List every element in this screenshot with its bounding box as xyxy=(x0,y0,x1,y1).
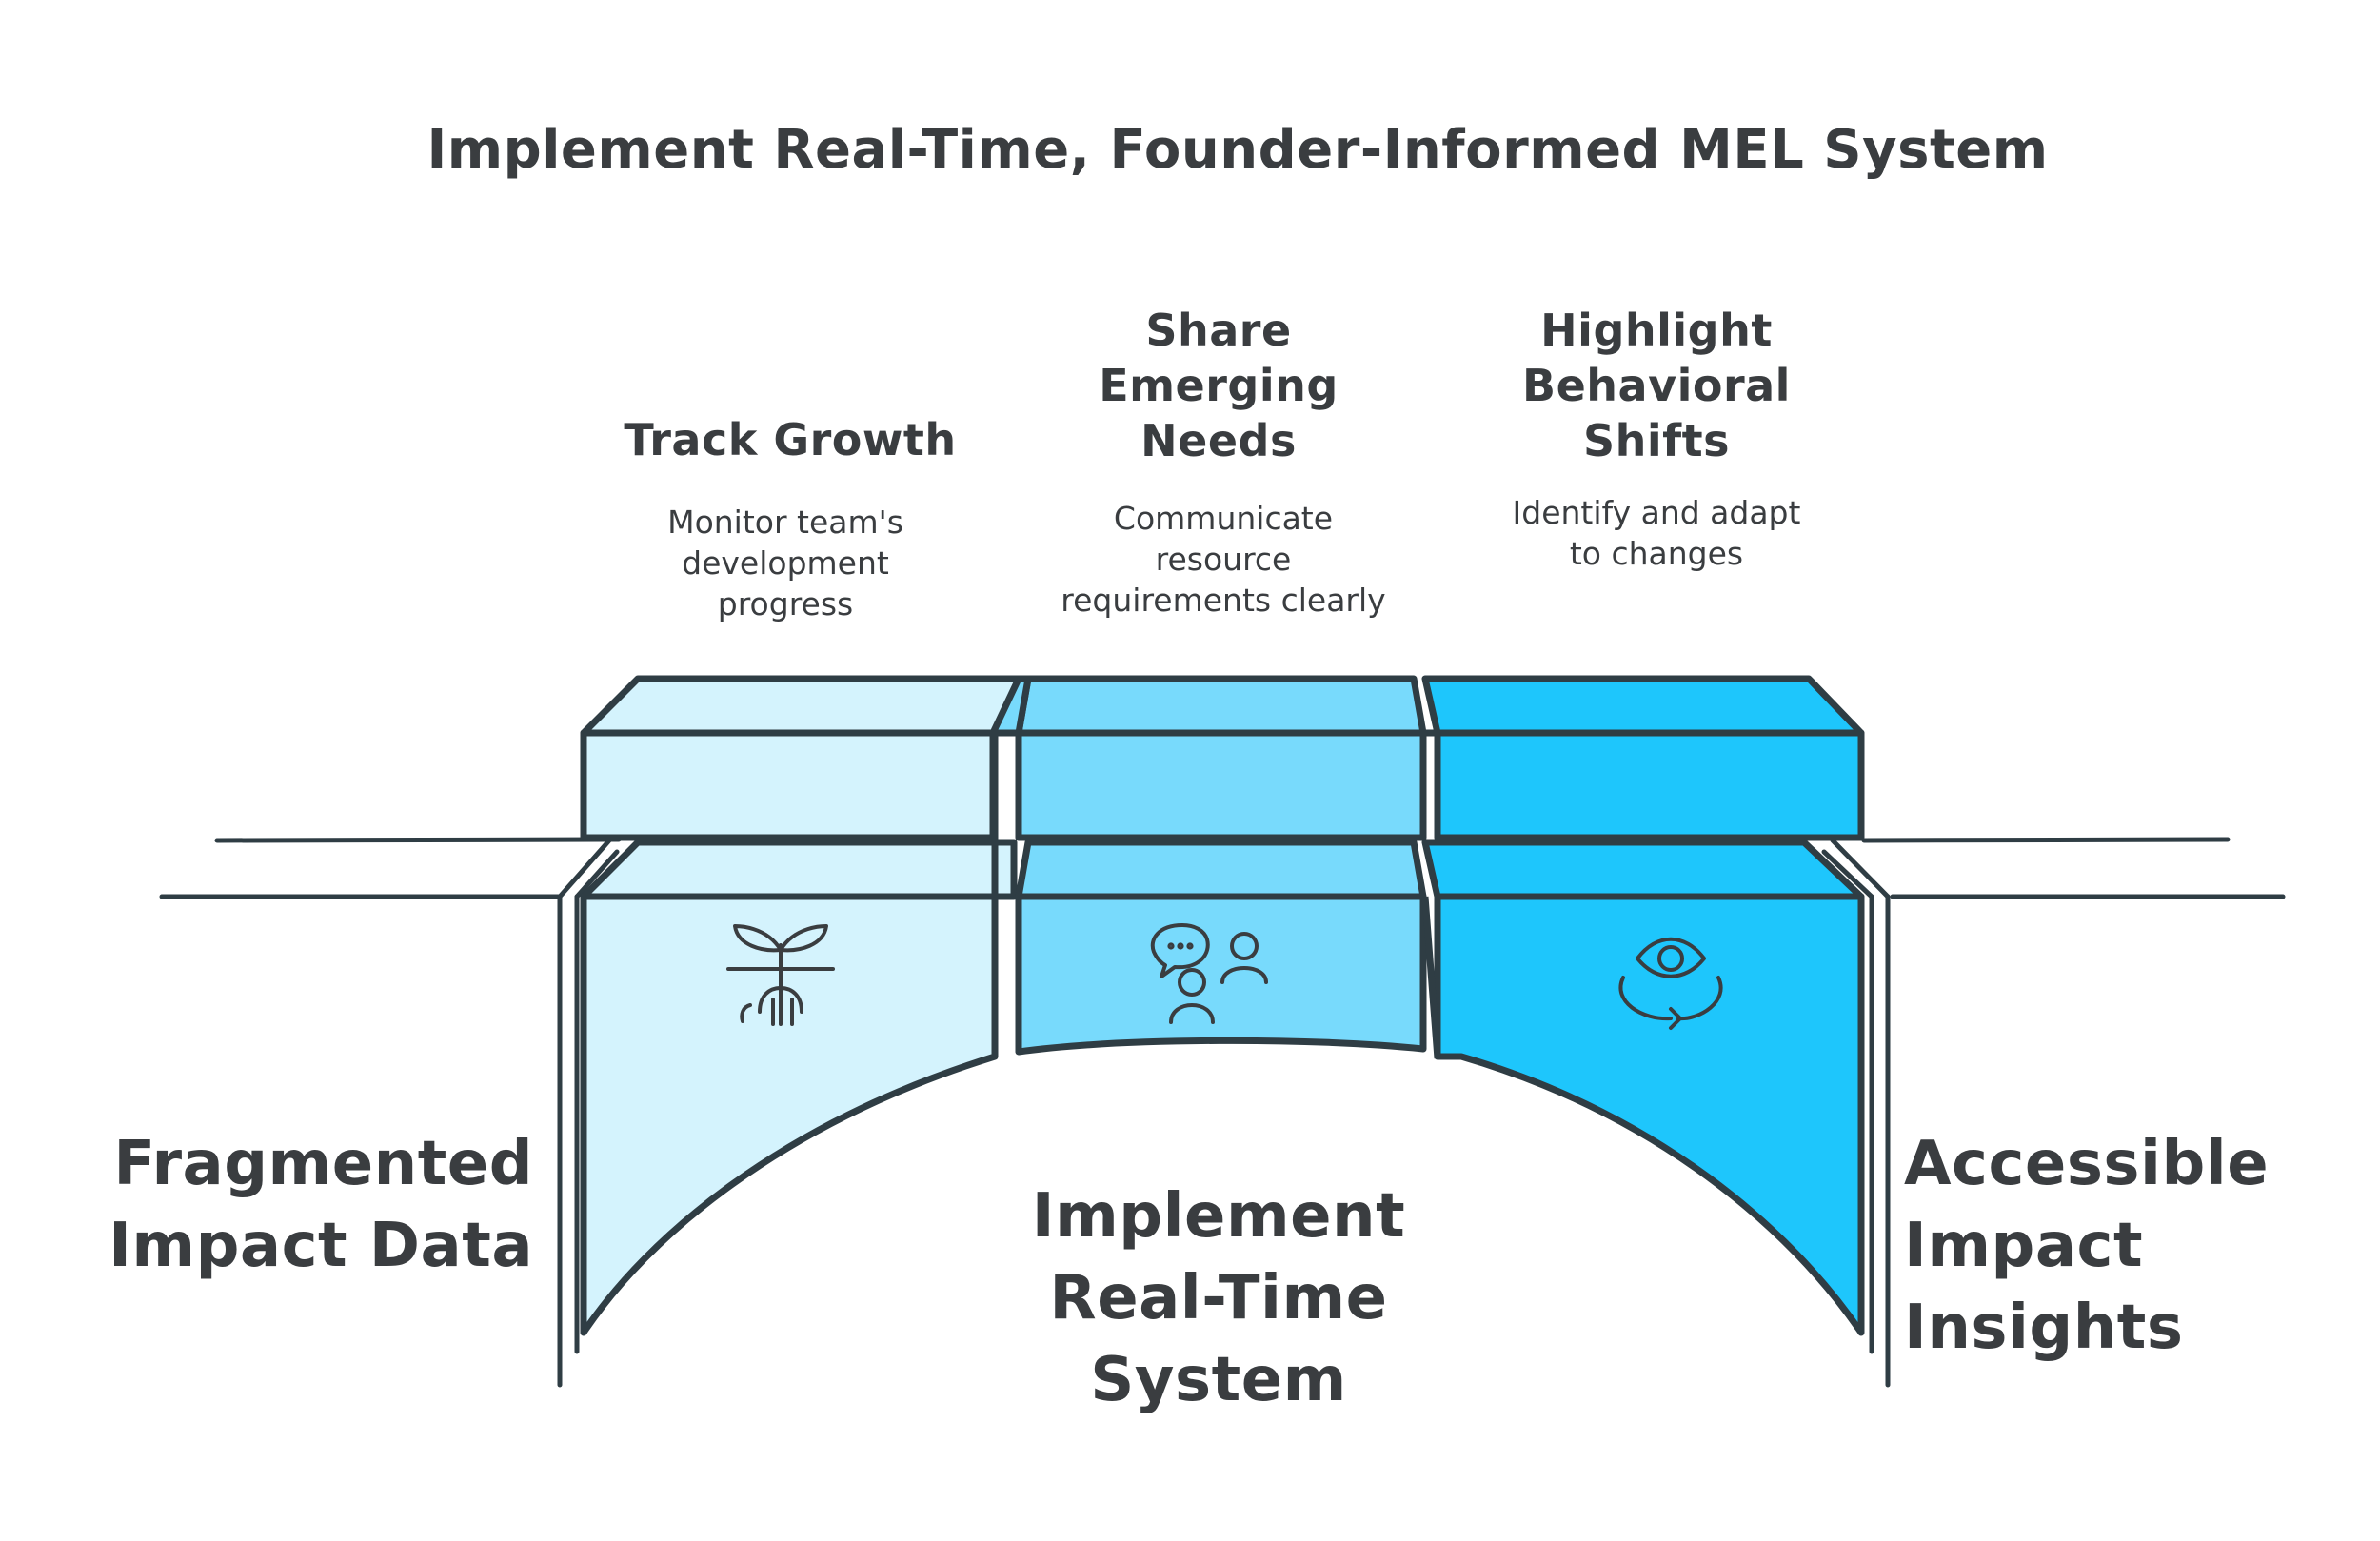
left-pit-slope xyxy=(557,838,612,899)
center-label-line: Real-Time xyxy=(1049,1263,1388,1334)
block-2-lower-top xyxy=(1015,839,1427,900)
step-3-desc-line: to changes xyxy=(1569,535,1744,572)
block-2-front-face xyxy=(1015,729,1427,841)
step-2-description: Communicate resource requirements clearl… xyxy=(1009,498,1438,621)
step-1-description: Monitor team's development progress xyxy=(571,502,1000,624)
left-pit-slope-inner xyxy=(574,849,620,899)
block-joint-2 xyxy=(1421,729,1441,1059)
center-label-line: System xyxy=(1090,1345,1347,1415)
block-2-top-face xyxy=(1015,675,1427,737)
left-state-label: Fragmented Impact Data xyxy=(38,1123,533,1287)
right-state-line: Accessible xyxy=(1904,1129,2270,1199)
sprout-icon xyxy=(726,924,835,1026)
block-3-arch-face xyxy=(1434,893,1865,1336)
step-2-desc-line: Communicate xyxy=(1113,500,1334,537)
right-pit-slope xyxy=(1830,838,1891,899)
block-1-top-face xyxy=(580,675,1022,737)
diagram-title: Implement Real-Time, Founder-Informed ME… xyxy=(426,119,2049,181)
step-1-title: Track Growth xyxy=(571,412,1009,467)
right-pit-slope-inner xyxy=(1821,849,1874,899)
block-3-front-face xyxy=(1434,729,1865,841)
block-3-top-face xyxy=(1421,675,1865,737)
center-label-line: Implement xyxy=(1031,1181,1406,1252)
left-state-line: Impact Data xyxy=(109,1211,533,1281)
step-1-desc-line: development xyxy=(682,544,889,582)
block-3-lower-top xyxy=(1421,839,1865,900)
eye-cycle-icon xyxy=(1618,937,1723,1030)
bridge-block-2 xyxy=(989,675,1427,1056)
right-state-line: Impact xyxy=(1904,1211,2144,1281)
people-chat-icon xyxy=(1150,923,1268,1024)
step-3-title-line: Shifts xyxy=(1582,415,1731,466)
step-2-title-line: Needs xyxy=(1140,415,1297,466)
right-state-label: Accessible Impact Insights xyxy=(1904,1123,2361,1369)
bridge-block-3 xyxy=(1421,675,1865,1336)
step-2-title: Share Emerging Needs xyxy=(1009,303,1428,468)
step-1-title-line: Track Growth xyxy=(624,414,957,465)
block-1-front-face xyxy=(580,729,997,841)
step-3-title-line: Behavioral xyxy=(1522,360,1791,411)
step-3-desc-line: Identify and adapt xyxy=(1512,494,1801,531)
bridge-block-1 xyxy=(580,675,1022,1336)
step-2-desc-line: requirements clearly xyxy=(1061,582,1386,619)
step-3-description: Identify and adapt to changes xyxy=(1442,492,1871,574)
step-3-title: Highlight Behavioral Shifts xyxy=(1447,303,1866,468)
step-2-title-line: Emerging xyxy=(1099,360,1339,411)
left-state-line: Fragmented xyxy=(113,1129,533,1199)
step-1-desc-line: progress xyxy=(717,585,854,622)
block-1-arch-face xyxy=(580,893,999,1336)
block-joint-1 xyxy=(991,675,1019,1057)
step-2-title-line: Share xyxy=(1145,305,1292,356)
step-3-title-line: Highlight xyxy=(1540,305,1773,356)
block-2-side-top xyxy=(989,675,1032,737)
right-state-line: Insights xyxy=(1904,1293,2184,1363)
center-label: Implement Real-Time System xyxy=(952,1176,1485,1421)
step-1-desc-line: Monitor team's xyxy=(667,504,903,541)
block-2-arch-face xyxy=(1015,893,1427,1056)
step-2-desc-line: resource xyxy=(1155,541,1292,578)
block-1-lower-top xyxy=(580,839,1018,900)
